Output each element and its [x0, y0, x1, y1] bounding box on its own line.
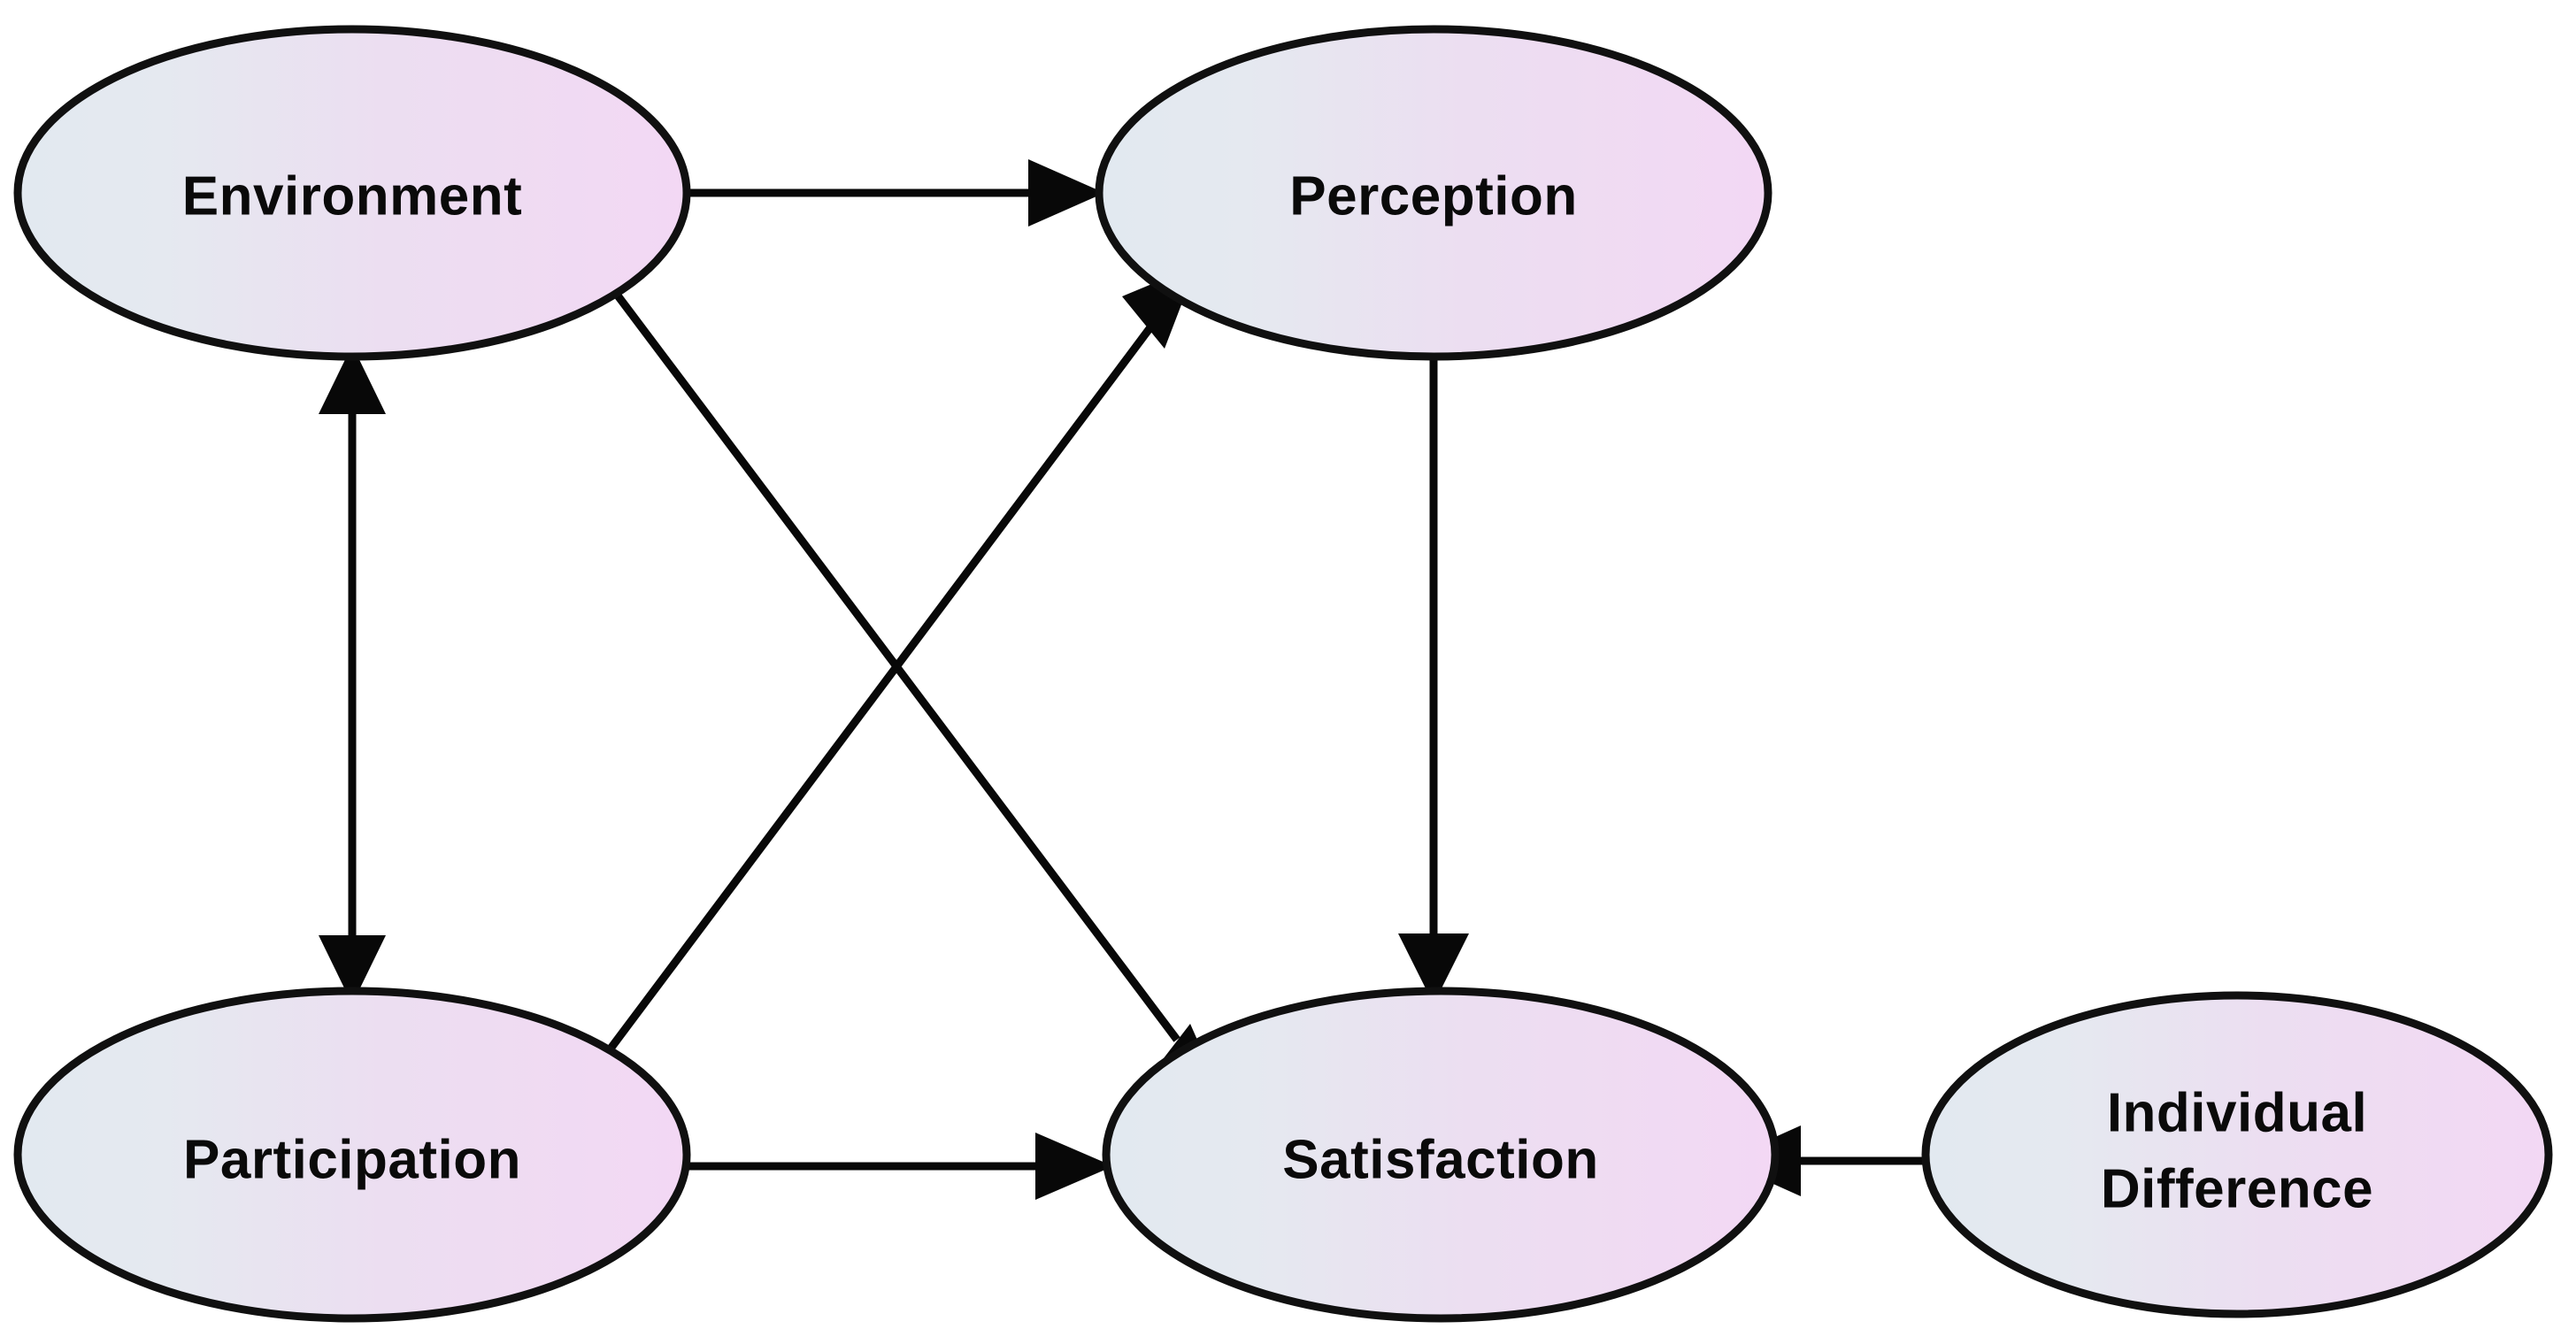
node-perception[interactable]: Perception	[1095, 25, 1772, 361]
arrowhead-down-to-participation	[319, 935, 386, 1004]
node-participation-label: Participation	[183, 1129, 521, 1190]
node-environment[interactable]: Environment	[13, 25, 691, 361]
node-satisfaction-label: Satisfaction	[1282, 1129, 1598, 1190]
arrowhead-down-to-satisfaction	[1398, 933, 1469, 1004]
node-satisfaction[interactable]: Satisfaction	[1102, 987, 1780, 1323]
edge-environment-to-satisfaction	[611, 289, 1226, 1104]
edge-line-participation-to-perception	[607, 325, 1154, 1051]
node-participation-shape[interactable]	[13, 987, 691, 1323]
node-individual-difference-label-line2: Difference	[2101, 1158, 2373, 1219]
node-individual-difference-label-line1: Individual	[2107, 1082, 2367, 1143]
node-individual-difference[interactable]: Individual Difference	[1921, 991, 2553, 1318]
node-perception-label: Perception	[1289, 165, 1577, 227]
edge-environment-participation	[319, 345, 386, 1004]
edge-perception-to-satisfaction	[1398, 354, 1469, 1004]
node-environment-shape[interactable]	[13, 25, 691, 361]
edge-participation-to-perception	[607, 265, 1196, 1051]
edge-participation-to-satisfaction	[674, 1133, 1113, 1200]
arrowhead-right-to-satisfaction	[1035, 1133, 1113, 1200]
node-environment-label: Environment	[182, 165, 522, 227]
node-participation[interactable]: Participation	[13, 987, 691, 1323]
edge-environment-to-perception	[673, 159, 1104, 227]
node-perception-shape[interactable]	[1095, 25, 1772, 361]
arrowhead-up-to-environment	[319, 345, 386, 414]
arrowhead-right-to-perception	[1028, 159, 1104, 227]
node-satisfaction-shape[interactable]	[1102, 987, 1780, 1323]
node-individual-difference-shape[interactable]	[1921, 991, 2553, 1318]
